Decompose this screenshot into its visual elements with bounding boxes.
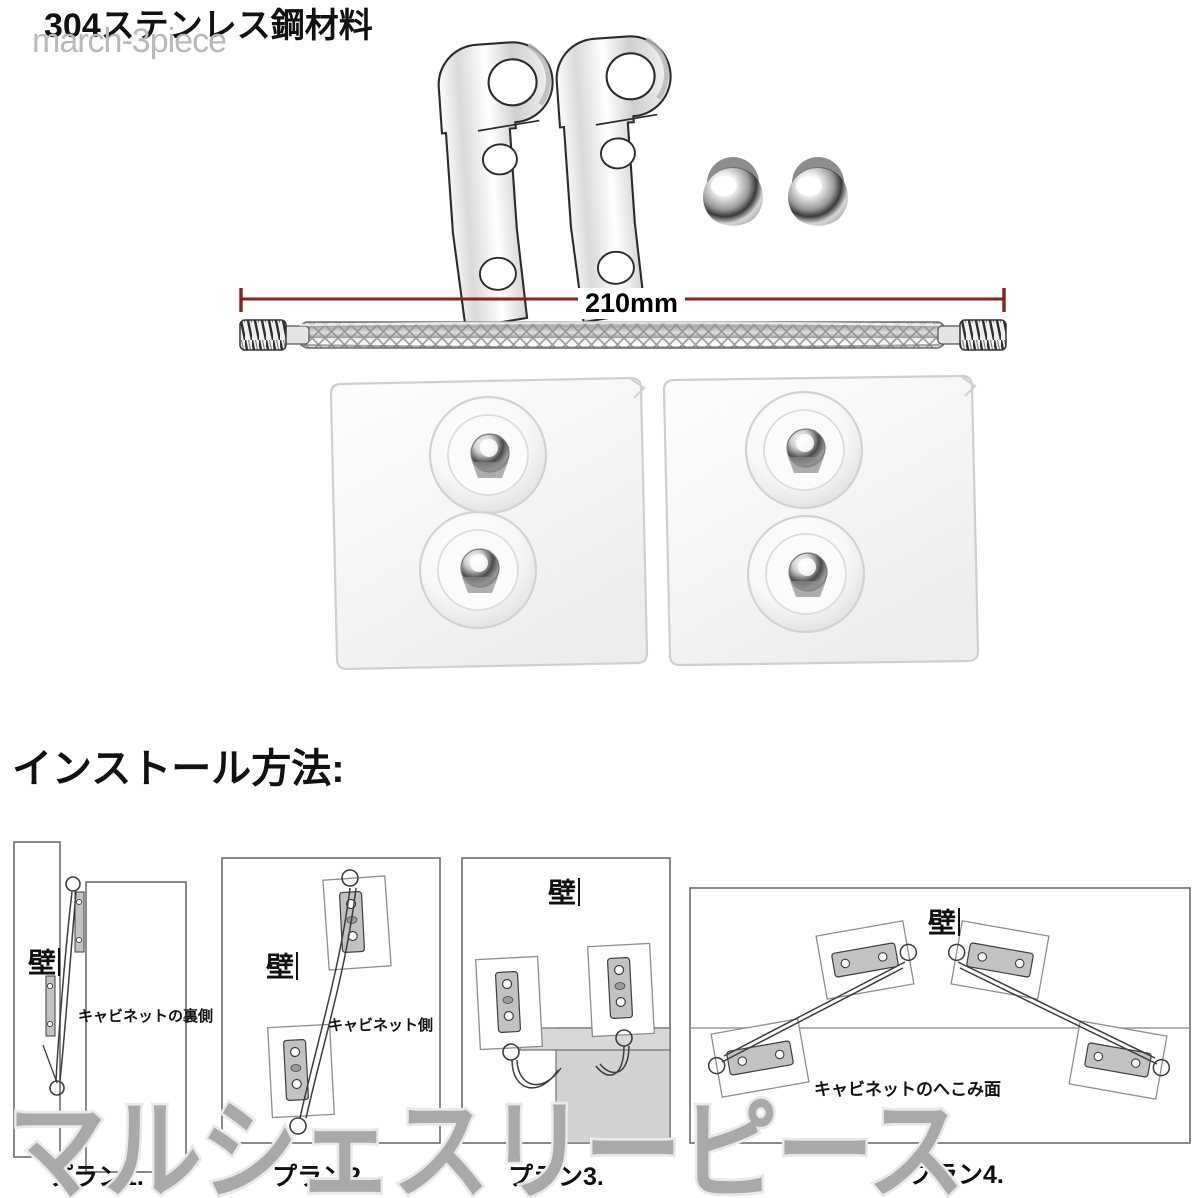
chrome-ball-icon: [788, 157, 848, 228]
plan-2-wall-label: 壁: [263, 952, 294, 980]
plan-1-diagram: [13, 841, 187, 1173]
plan-1-wall-label: 壁: [25, 948, 56, 976]
plan-4-wall-label: 壁: [925, 908, 956, 936]
plan-1-surface-label: キャビネットの裏側: [78, 1008, 214, 1025]
plan-3-caption: プラン3.: [508, 1163, 604, 1191]
plan-4-caption: プラン4.: [908, 1161, 1004, 1189]
dimension-label: 210mm: [578, 288, 686, 319]
plan-4-diagram: [689, 887, 1191, 1144]
plan-2-surface-label: キャビネット側: [328, 1017, 434, 1034]
parts-illustration: [239, 35, 1007, 671]
installation-diagrams: 壁 キャビネットの裏側 プラン1. 壁 キャビネット側 プラン2. 壁 プラン3…: [0, 830, 1200, 1198]
installation-diagram-illustration: [13, 841, 1191, 1173]
material-title: 304ステンレス鋼材料: [44, 7, 373, 45]
adhesive-pad-icon: [329, 376, 649, 671]
adhesive-pad-icon: [662, 374, 980, 667]
plan-4-surface-label: キャビネットのへこみ面: [814, 1080, 1001, 1099]
brand-watermark-small: march-3piece: [32, 22, 227, 60]
chrome-ball-icon: [703, 157, 763, 228]
plan-3-wall-label: 壁: [545, 878, 576, 906]
plan-3-diagram: [461, 857, 671, 1144]
plan-2-caption: プラン2.: [272, 1163, 368, 1191]
braided-cable-icon: [239, 319, 1007, 351]
parts-photo-area: [239, 35, 1007, 671]
metal-bracket-icon: [555, 35, 672, 324]
install-method-heading: インストール方法:: [12, 747, 345, 791]
plan-2-diagram: [221, 857, 441, 1144]
plan-1-caption: プラン1.: [48, 1163, 144, 1191]
metal-bracket-icon: [437, 41, 554, 330]
